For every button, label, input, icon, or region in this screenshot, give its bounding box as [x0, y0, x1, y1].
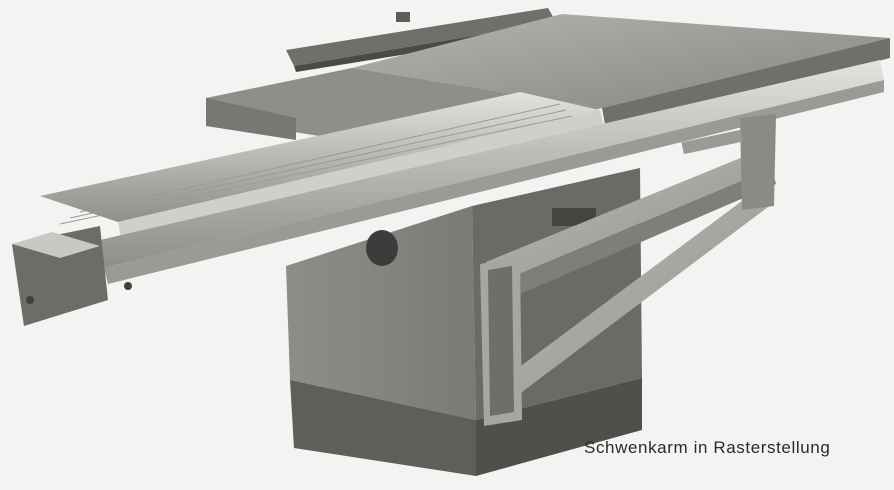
swing-arm [480, 114, 776, 426]
figure-caption: Schwenkarm in Rasterstellung [584, 438, 831, 457]
sliding-carriage [12, 60, 884, 326]
